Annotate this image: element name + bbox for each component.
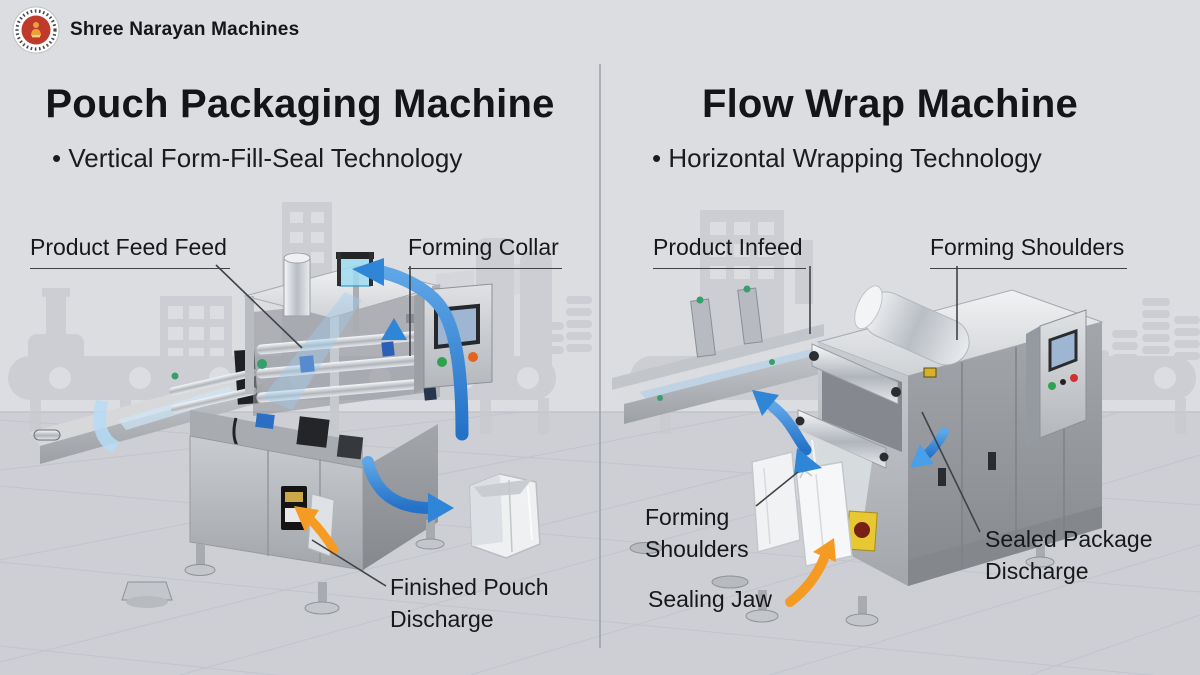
pouch-machine-illustration (30, 252, 541, 615)
hmi-screen (1048, 328, 1078, 373)
forming-tube (283, 252, 311, 317)
brand-header: Shree Narayan Machines (12, 6, 299, 54)
label-sealed-package-discharge: Sealed Package Discharge (985, 526, 1153, 584)
arrow-package-out-head (910, 444, 934, 468)
sealing-jaw-orange-arrow (785, 538, 836, 607)
pouch-flow-arrows (352, 258, 469, 523)
arrow-up-head (381, 318, 407, 340)
arrow-down-right-head (794, 448, 822, 474)
flow-wrap-flow-arrows (752, 390, 949, 474)
brand-name: Shree Narayan Machines (70, 19, 300, 40)
label-forming-shoulders-top: Forming Shoulders (930, 232, 1128, 269)
brand-logo (12, 6, 60, 54)
emergency-button (468, 352, 478, 362)
label-sealing-jaw: Sealing Jaw (648, 586, 773, 612)
flow-wrap-machine-illustration (612, 285, 1104, 627)
finished-pouch (469, 473, 541, 559)
label-finished-pouch-discharge: Finished Pouch Discharge (390, 574, 549, 632)
start-button (437, 357, 447, 367)
pouch-machine-infeed-conveyor (30, 349, 262, 608)
warning-label (846, 510, 878, 552)
label-forming-collar: Forming Collar (408, 232, 562, 269)
film-roll (854, 285, 970, 366)
label-product-infeed: Product Infeed (653, 232, 806, 269)
brand-logo-icon (12, 6, 60, 54)
machine-feet (184, 520, 445, 615)
pouch-discharge-orange-arrow (294, 506, 339, 555)
flow-wrap-feet (745, 538, 1055, 627)
left-panel-title: Pouch Packaging Machine (45, 82, 555, 126)
left-panel-subtitle: • Vertical Form-Fill-Seal Technology (52, 143, 463, 173)
flow-wrap-infeed-conveyor (612, 285, 836, 589)
start-button (1048, 382, 1056, 390)
stop-button (1070, 374, 1078, 382)
right-panel-subtitle: • Horizontal Wrapping Technology (652, 143, 1042, 173)
arrow-to-collar-head (352, 258, 384, 286)
wrapped-packages (751, 451, 853, 567)
arrow-up-left-head (752, 390, 779, 416)
label-forming-shoulders-left: Forming Shoulders (645, 504, 749, 562)
flow-wrap-control-tower (1026, 309, 1087, 448)
pouch-machine-sealing-zone (190, 410, 364, 470)
label-connector-lines (215, 264, 981, 587)
right-panel-title: Flow Wrap Machine (701, 82, 1079, 126)
arrow-discharge-head (428, 493, 454, 523)
label-product-feed: Product Feed Feed (30, 232, 230, 269)
